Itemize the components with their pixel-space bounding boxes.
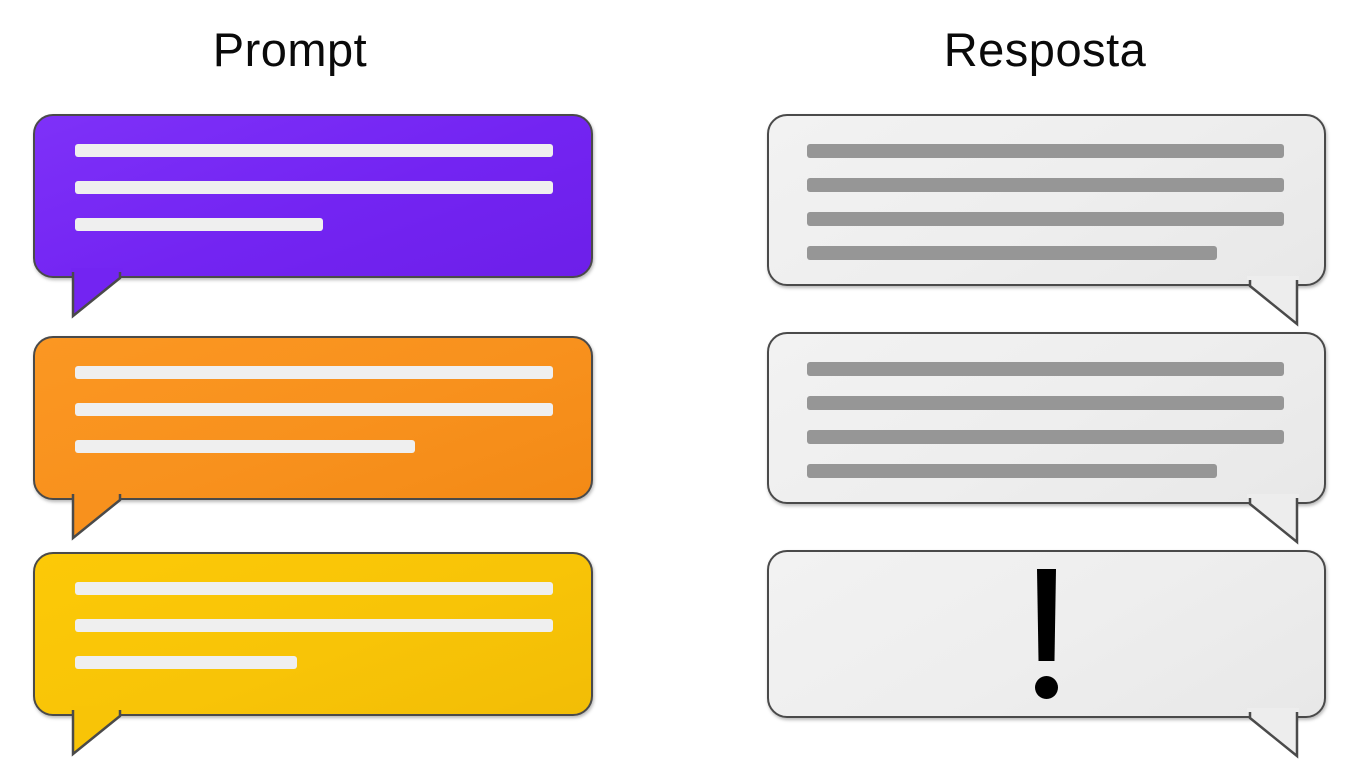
bubble-content (769, 552, 1324, 716)
text-line (807, 144, 1284, 158)
text-line (75, 619, 553, 632)
column-title-resposta: Resposta (943, 23, 1147, 76)
text-line (75, 366, 553, 379)
grey-response-bubble-error[interactable] (767, 550, 1326, 718)
text-line (75, 582, 553, 595)
bubble-content (35, 338, 591, 498)
text-line (75, 181, 553, 194)
exclamation-dot (1035, 676, 1058, 699)
bubble-content (769, 334, 1324, 502)
exclamation-icon (769, 552, 1324, 716)
orange-prompt-bubble[interactable] (33, 336, 593, 500)
bubble-content (769, 116, 1324, 284)
grey-response-bubble-1[interactable] (767, 114, 1326, 286)
text-line (807, 246, 1217, 260)
text-line (807, 212, 1284, 226)
bubble-content (35, 116, 591, 276)
bubble-content (35, 554, 591, 714)
text-line (807, 464, 1217, 478)
exclamation-bar (1037, 569, 1056, 661)
yellow-prompt-bubble[interactable] (33, 552, 593, 716)
text-line (75, 656, 297, 669)
text-line (75, 218, 323, 231)
purple-prompt-bubble[interactable] (33, 114, 593, 278)
text-line (807, 396, 1284, 410)
column-title-prompt: Prompt (212, 23, 368, 76)
text-line (75, 440, 415, 453)
text-line (75, 144, 553, 157)
text-line (807, 430, 1284, 444)
grey-response-bubble-2[interactable] (767, 332, 1326, 504)
text-line (807, 362, 1284, 376)
text-line (75, 403, 553, 416)
text-line (807, 178, 1284, 192)
